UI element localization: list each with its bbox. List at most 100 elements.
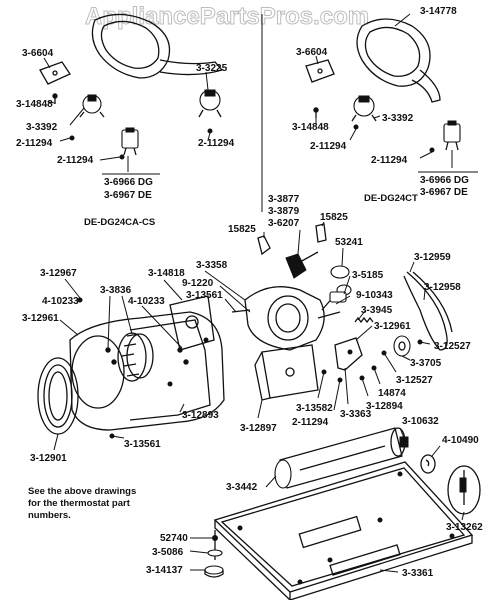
- right-model-label: DE-DG24CT: [364, 193, 418, 204]
- ignitor-4-10490: [420, 454, 436, 474]
- note-line-1: See the above drawings: [28, 486, 136, 497]
- label-3-12967: 3-12967: [40, 268, 77, 279]
- base-plate-3-3361: [213, 461, 474, 600]
- label-3-6207: 3-6207: [268, 218, 300, 229]
- label-52740: 52740: [160, 533, 188, 544]
- label-left-2-11294-c: 2-11294: [57, 155, 94, 166]
- label-right-3-6966: 3-6966 DG: [420, 175, 469, 186]
- watermark: AppliancePartsPros.com: [85, 3, 369, 30]
- label-3-10632: 3-10632: [402, 416, 439, 427]
- label-3-13262: 3-13262: [446, 522, 483, 533]
- blower-wheel-3-3836: [117, 332, 154, 382]
- right-burner-housing: [356, 18, 441, 103]
- label-3-5185: 3-5185: [352, 270, 384, 281]
- label-3-3945: 3-3945: [361, 305, 393, 316]
- left-thermostat-3225: [198, 89, 222, 118]
- label-right-3-14778: 3-14778: [420, 6, 457, 17]
- left-screw-11294-a: [69, 135, 75, 141]
- label-4-10233-b: 4-10233: [128, 296, 165, 307]
- label-left-3-6604: 3-6604: [22, 48, 54, 59]
- burner-tube-3-3442: [274, 427, 406, 489]
- right-mount-plate: [305, 59, 335, 83]
- left-burner-housing: [91, 13, 224, 79]
- label-3-5086: 3-5086: [152, 547, 184, 558]
- label-3-12527-b: 3-12527: [396, 375, 433, 386]
- label-right-3-6604: 3-6604: [296, 47, 328, 58]
- label-3-3363: 3-3363: [340, 409, 372, 420]
- label-3-13582: 3-13582: [296, 403, 333, 414]
- label-3-13561-a: 3-13561: [186, 290, 223, 301]
- flame-sensor-3-13262: [447, 465, 481, 515]
- label-3-3361: 3-3361: [402, 568, 434, 579]
- label-3-12894: 3-12894: [366, 401, 403, 412]
- label-3-12958: 3-12958: [424, 282, 461, 293]
- label-15825-left: 15825: [228, 224, 256, 235]
- label-right-3-6967: 3-6967 DE: [420, 187, 468, 198]
- right-leaders: [315, 13, 453, 168]
- left-screw-11294-c: [119, 154, 125, 160]
- label-3-12961-b: 3-12961: [374, 321, 411, 332]
- left-model-label: DE-DG24CA-CS: [84, 217, 155, 228]
- motor-coil-3-3877: [285, 251, 319, 279]
- label-53241: 53241: [335, 237, 363, 248]
- blower-housing-3-12893: [69, 311, 225, 431]
- bottom-leaders: [189, 427, 465, 573]
- label-9-10343: 9-10343: [356, 290, 393, 301]
- label-3-3836: 3-3836: [100, 285, 132, 296]
- label-3-13561-b: 3-13561: [124, 439, 161, 450]
- label-3-3877: 3-3877: [268, 194, 300, 205]
- idler-arm-3-5185: [329, 291, 347, 303]
- label-right-2-11294-b: 2-11294: [371, 155, 408, 166]
- idler-spring-3-3945: [354, 316, 374, 324]
- label-right-2-11294-a: 2-11294: [310, 141, 347, 152]
- label-2-11294-d: 2-11294: [292, 417, 329, 428]
- drive-belt-3-12959: [403, 271, 453, 351]
- left-screw-11294-b: [207, 128, 213, 134]
- motor-3-3358: [231, 286, 341, 351]
- idler-bracket-3-12894: [334, 337, 363, 371]
- label-left-3-3225: 3-3225: [196, 63, 228, 74]
- label-3-3442: 3-3442: [226, 482, 258, 493]
- label-3-12527-a: 3-12527: [434, 341, 471, 352]
- label-left-2-11294-a: 2-11294: [16, 138, 53, 149]
- foot-pad-3-14137: [204, 565, 224, 578]
- left-leaders: [43, 57, 211, 172]
- label-4-10233-a: 4-10233: [42, 296, 79, 307]
- label-4-10490: 4-10490: [442, 435, 479, 446]
- right-thermostat-6966: [443, 120, 461, 151]
- label-right-3-3392: 3-3392: [382, 113, 414, 124]
- label-3-14137: 3-14137: [146, 565, 183, 576]
- left-thermostat-6966: [121, 127, 139, 156]
- label-15825-right: 15825: [320, 212, 348, 223]
- motor-mount-3-12897: [254, 344, 319, 401]
- label-right-3-14848: 3-14848: [292, 122, 329, 133]
- label-3-12893: 3-12893: [182, 410, 219, 421]
- label-3-12901: 3-12901: [30, 453, 67, 464]
- label-left-2-11294-b: 2-11294: [198, 138, 235, 149]
- label-3-3358: 3-3358: [196, 260, 228, 271]
- right-thermostat-3392: [351, 95, 377, 122]
- left-thermostat-3392: [79, 94, 105, 118]
- motor-clip-15825-right: [315, 223, 327, 243]
- motor-clip-15825-left: [257, 235, 271, 256]
- leveling-foot-3-5086: [207, 530, 223, 560]
- label-3-12961-a: 3-12961: [22, 313, 59, 324]
- right-screw-11294-a: [353, 124, 359, 130]
- label-14874: 14874: [378, 388, 406, 399]
- label-3-3705: 3-3705: [410, 358, 442, 369]
- belt-pulley-3-3705: [393, 335, 411, 357]
- label-left-3-6967: 3-6967 DE: [104, 190, 152, 201]
- blower-bolts-4-10233: [105, 347, 189, 365]
- label-left-3-6966: 3-6966 DG: [104, 177, 153, 188]
- label-left-3-3392: 3-3392: [26, 122, 58, 133]
- left-mount-plate: [39, 61, 71, 85]
- label-9-1220: 9-1220: [182, 278, 214, 289]
- label-3-12959: 3-12959: [414, 252, 451, 263]
- label-3-12897: 3-12897: [240, 423, 277, 434]
- note-line-2: for the thermostat part: [28, 498, 131, 509]
- note-line-3: numbers.: [28, 510, 71, 521]
- label-3-3879: 3-3879: [268, 206, 300, 217]
- right-screw-11294-b: [429, 147, 435, 153]
